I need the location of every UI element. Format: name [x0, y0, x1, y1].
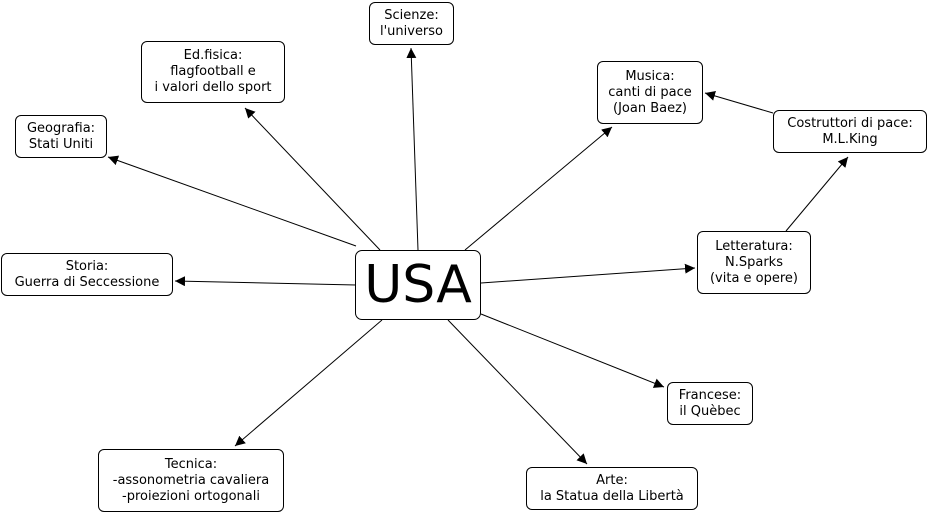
node-storia-title: Storia: [65, 258, 109, 274]
link-usa-storia [174, 276, 357, 287]
node-storia[interactable]: Storia: Guerra di Seccessione [1, 253, 173, 296]
link-letteratura-costruttori [785, 156, 849, 232]
node-costruttori-text: M.L.King [822, 131, 878, 147]
node-letteratura-text-1: N.Sparks [725, 254, 783, 270]
node-musica-text-2: (Joan Baez) [613, 100, 687, 116]
node-francese-title: Francese: [678, 387, 742, 403]
node-edfisica[interactable]: Ed.fisica: flagfootball e i valori dello… [141, 41, 285, 103]
node-tecnica-text-2: -proiezioni ortogonali [122, 488, 260, 504]
node-scienze[interactable]: Scienze: l'universo [369, 2, 454, 45]
link-costruttori-musica [704, 91, 774, 114]
node-geografia-text: Stati Uniti [28, 136, 94, 152]
node-musica-title: Musica: [625, 68, 675, 84]
node-tecnica[interactable]: Tecnica: -assonometria cavaliera -proiez… [98, 449, 284, 512]
node-musica[interactable]: Musica: canti di pace (Joan Baez) [597, 61, 703, 124]
node-musica-text-1: canti di pace [608, 84, 692, 100]
node-storia-text: Guerra di Seccessione [14, 274, 160, 290]
node-edfisica-text-2: i valori dello sport [154, 80, 272, 95]
link-usa-musica [464, 126, 613, 251]
node-letteratura-text-2: (vita e opere) [709, 270, 799, 286]
link-usa-geografia [107, 155, 357, 247]
link-usa-arte [447, 319, 588, 465]
central-node-usa[interactable]: USA [355, 250, 481, 320]
node-francese[interactable]: Francese: il Quèbec [667, 382, 753, 425]
node-edfisica-title: Ed.fisica: [183, 48, 243, 63]
node-scienze-text: l'universo [379, 23, 444, 39]
node-letteratura-title: Letteratura: [715, 238, 793, 254]
node-arte-title: Arte: [596, 472, 628, 488]
node-geografia-title: Geografia: [26, 120, 96, 136]
link-usa-letteratura [480, 263, 696, 284]
link-usa-francese [480, 313, 665, 388]
node-edfisica-text-1: flagfootball e [170, 64, 256, 79]
node-costruttori[interactable]: Costruttori di pace: M.L.King [773, 110, 927, 153]
central-node-label: USA [364, 255, 472, 315]
node-tecnica-title: Tecnica: [164, 456, 218, 472]
node-costruttori-title: Costruttori di pace: [787, 115, 913, 131]
node-scienze-title: Scienze: [384, 7, 439, 23]
link-usa-scienze [406, 47, 419, 251]
node-arte-text: la Statua della Libertà [540, 488, 684, 504]
node-geografia[interactable]: Geografia: Stati Uniti [15, 115, 107, 158]
node-francese-text: il Quèbec [679, 403, 741, 419]
node-letteratura[interactable]: Letteratura: N.Sparks (vita e opere) [697, 231, 811, 294]
link-usa-edfisica [244, 107, 381, 251]
node-arte[interactable]: Arte: la Statua della Libertà [526, 467, 698, 510]
node-tecnica-text-1: -assonometria cavaliera [112, 472, 270, 488]
link-usa-tecnica [234, 319, 383, 447]
